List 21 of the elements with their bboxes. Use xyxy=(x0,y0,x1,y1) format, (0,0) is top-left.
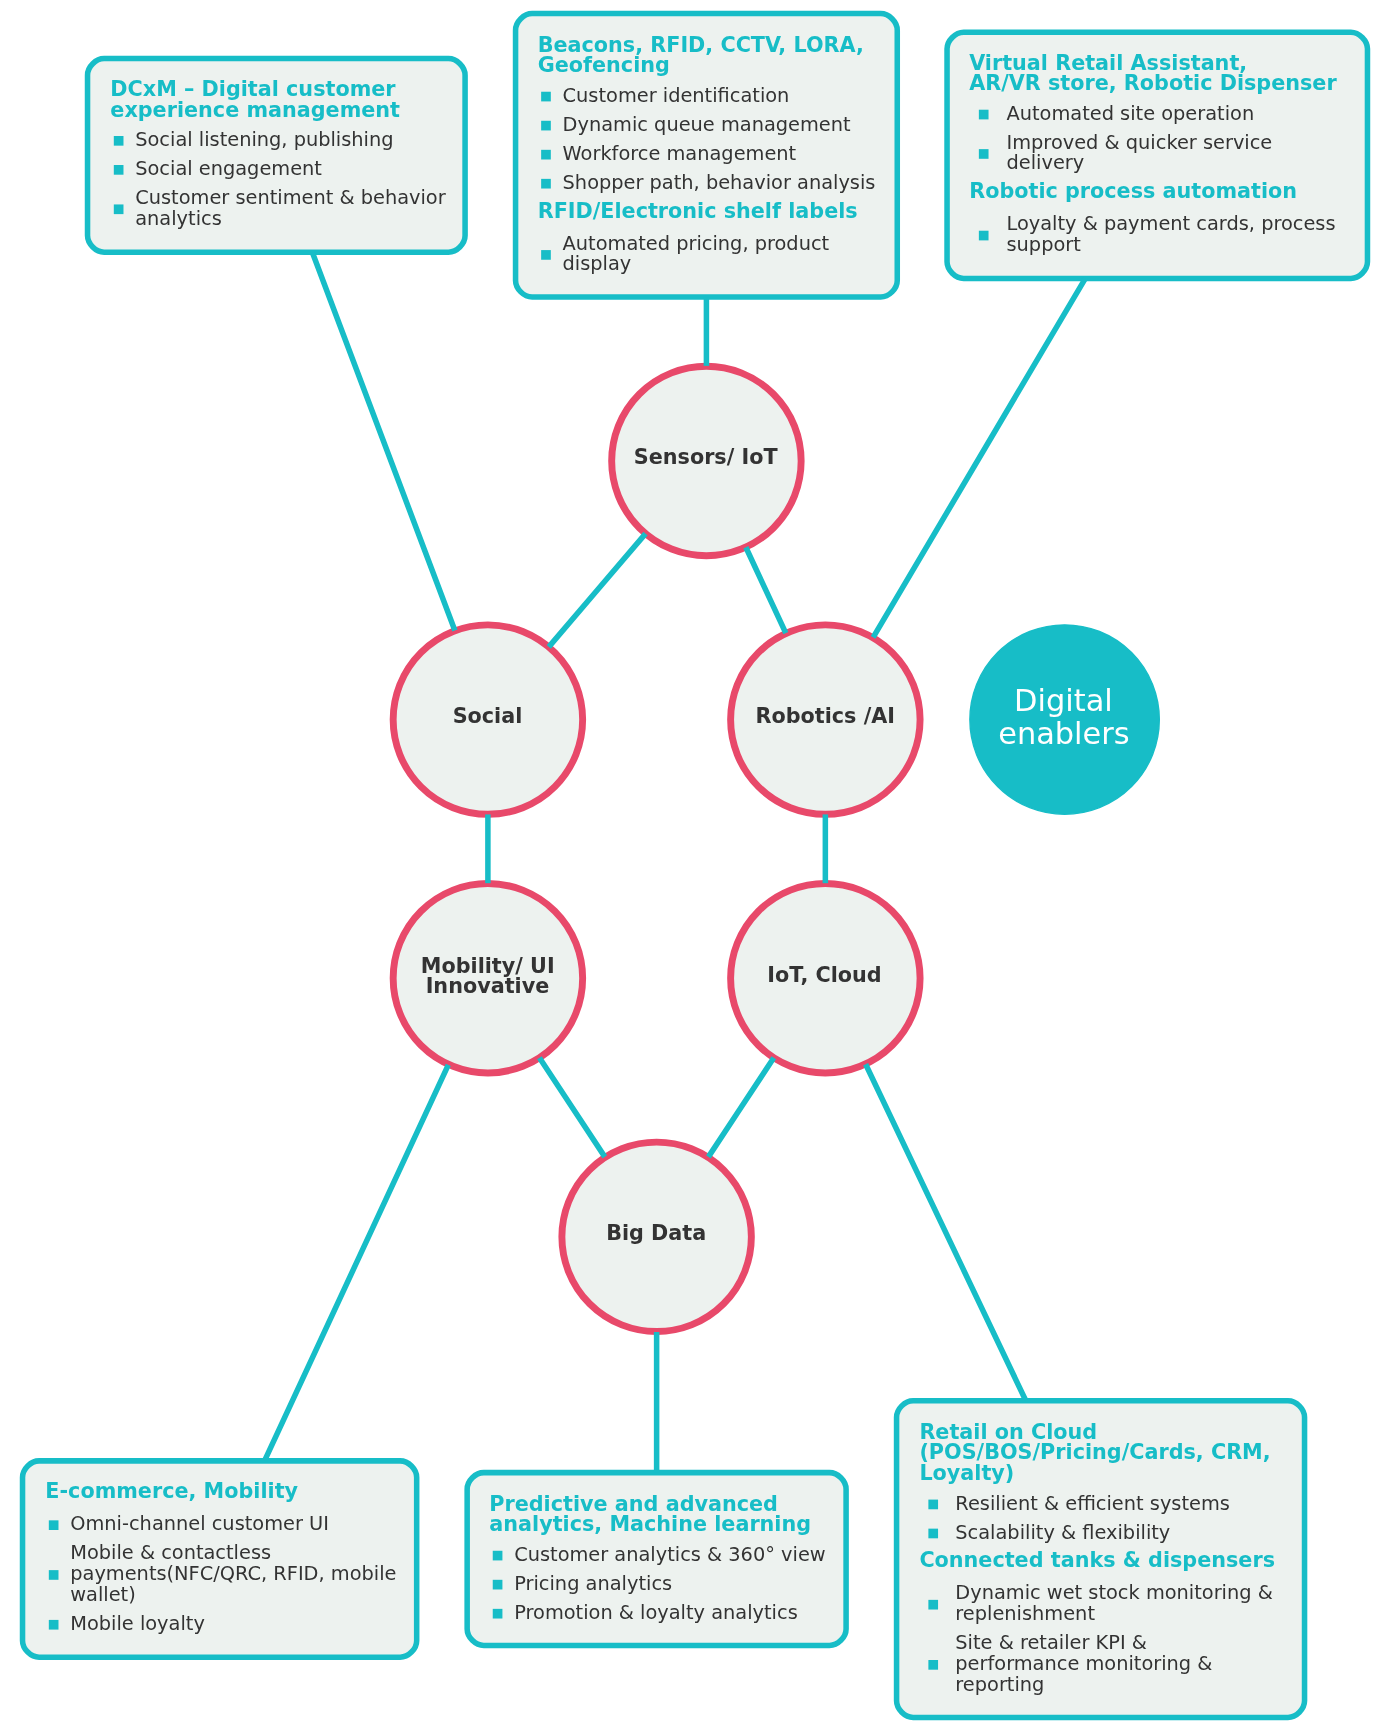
node-circle: Social xyxy=(389,621,586,818)
connector xyxy=(705,1056,776,1159)
node-box: Predictive and advanced analytics, Machine learning Customer analytics & 360° view Pricing analytics Promotion & loyalty analytics xyxy=(463,1469,849,1649)
node-circle: Mobility/ UI Innovative xyxy=(389,880,586,1077)
node-box: Retail on Cloud (POS/BOS/Pricing/Cards, CRM, Loyalty) Resilient & efficient systems Scalability & flexibility Connected tanks & dispensers Dynamic wet stock monitoring & replenishment Site & retailer KPI & performance monitoring & reporting xyxy=(893,1397,1307,1721)
connector xyxy=(546,531,648,649)
connector xyxy=(536,1056,607,1159)
node-circle: Robotics /AI xyxy=(726,621,924,818)
connector xyxy=(653,1331,659,1473)
node-circle: Sensors/ IoT xyxy=(607,362,805,560)
node-box: Virtual Retail Assistant, AR/VR store, Robotic Dispenser Automated site operation Improved & quicker service delivery Robotic process automation Loyalty & payment cards, process support xyxy=(943,29,1370,282)
connector xyxy=(822,814,828,884)
connector xyxy=(742,546,788,635)
node-circle: Digital enablers xyxy=(968,624,1160,816)
connector xyxy=(703,297,709,366)
node-circle: IoT, Cloud xyxy=(726,880,924,1077)
node-box: DCxM – Digital customer experience management Social listening, publishing Social engagement Customer sentiment & behavior analytics xyxy=(84,55,468,255)
node-box: Beacons, RFID, CCTV, LORA, Geofencing Customer identification Dynamic queue management Workforce management Shopper path, behavior analysis RFID/Electronic shelf labels Automated pricing, product display xyxy=(512,10,900,300)
connector xyxy=(484,814,491,884)
node-box: E-commerce, Mobility Omni-channel customer UI Mobile & contactless payments(NFC/QRC, RFID, mobile wallet) Mobile loyalty xyxy=(19,1458,419,1660)
node-circle: Big Data xyxy=(557,1138,755,1335)
